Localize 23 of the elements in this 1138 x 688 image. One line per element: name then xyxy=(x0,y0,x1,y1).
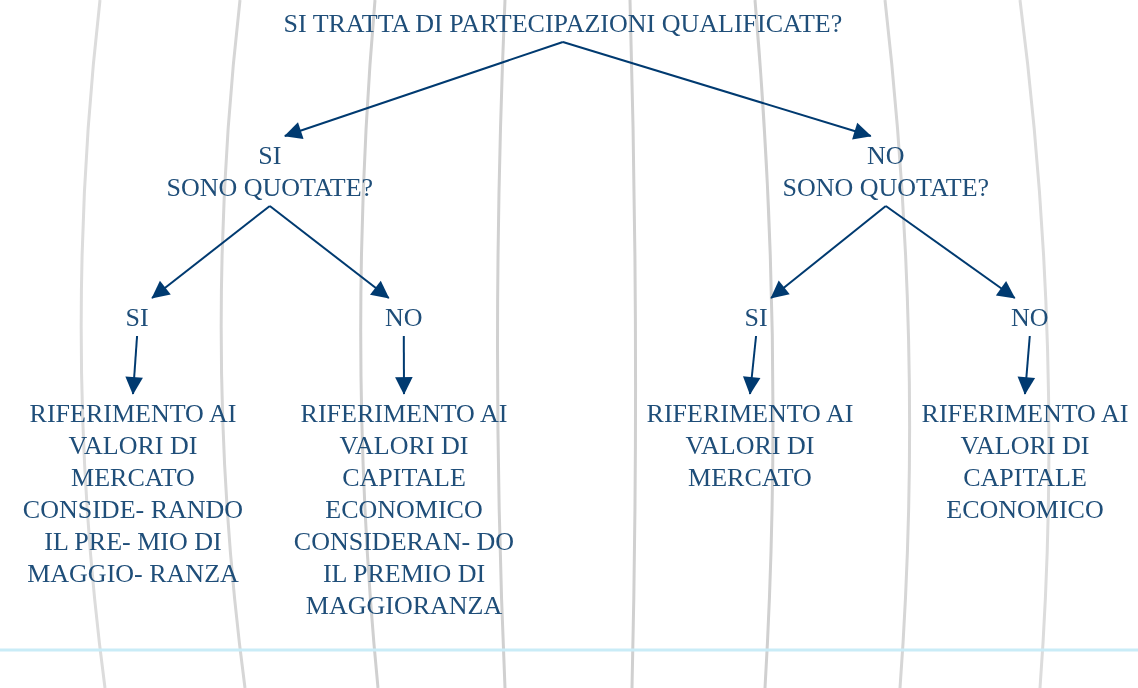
answer-text: SI xyxy=(744,302,768,334)
arrow xyxy=(268,205,390,299)
question-text: SI xyxy=(257,140,283,172)
arrow xyxy=(884,205,1016,299)
answer-text: SI xyxy=(125,302,149,334)
answer-text: NO xyxy=(1011,302,1049,334)
outcome-text: RIFERIMENTO AI VALORI DI CAPITALE ECONOMICO xyxy=(920,398,1130,526)
outcome-text: RIFERIMENTO AI VALORI DI MERCATO xyxy=(645,398,855,494)
arrow xyxy=(125,335,143,395)
question-text: NO xyxy=(866,140,906,172)
arrow xyxy=(770,205,887,299)
arrow xyxy=(151,205,271,299)
arrow xyxy=(395,335,413,395)
question-text: SI TRATTA DI PARTECIPAZIONI QUALIFICATE? xyxy=(283,8,843,40)
arrow xyxy=(561,41,872,140)
arrow xyxy=(283,41,564,139)
arrow xyxy=(742,335,761,395)
outcome-text: RIFERIMENTO AI VALORI DI MERCATO CONSIDE- RANDO IL PRE- MIO DI MAGGIO- RANZA xyxy=(21,398,245,590)
outcome-text: RIFERIMENTO AI VALORI DI CAPITALE ECONOMICO CONSIDERAN- DO IL PREMIO DI MAGGIORANZA xyxy=(292,398,516,622)
question-text: SONO QUOTATE? xyxy=(782,172,990,204)
arrow xyxy=(1017,335,1036,395)
answer-text: NO xyxy=(385,302,423,334)
question-text: SONO QUOTATE? xyxy=(166,172,374,204)
